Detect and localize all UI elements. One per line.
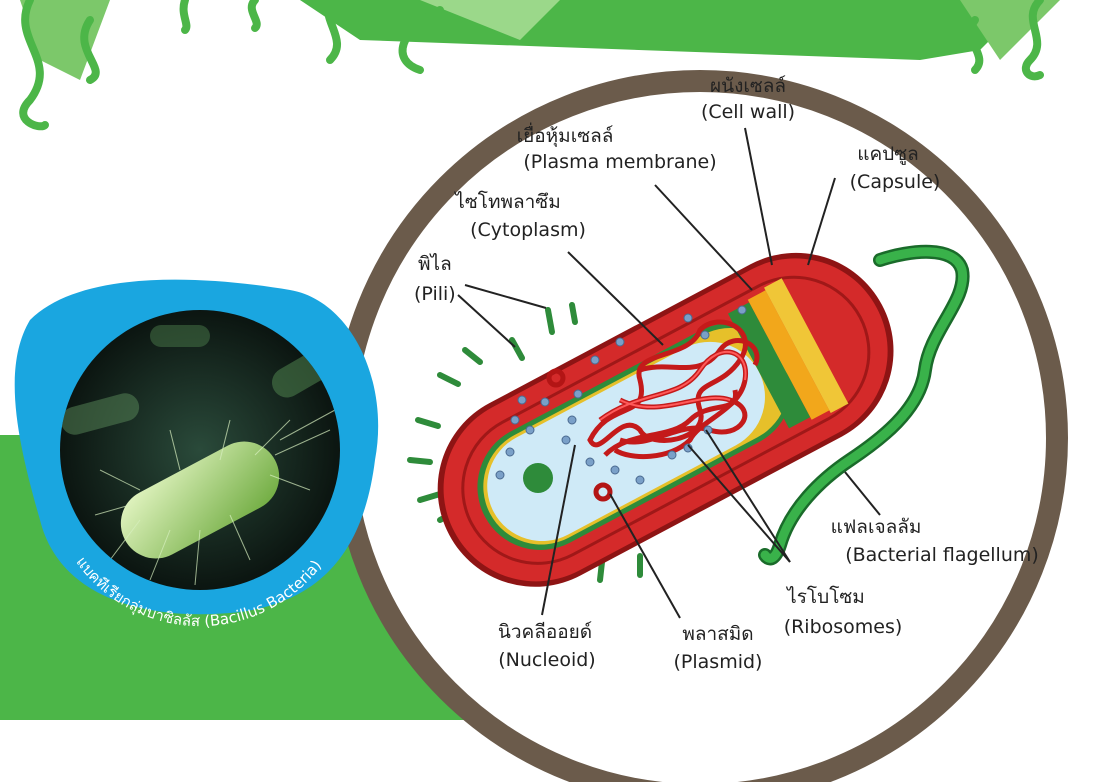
svg-text:นิวคลีออยด์: นิวคลีออยด์	[498, 621, 592, 643]
svg-text:(Nucleoid): (Nucleoid)	[498, 649, 595, 671]
svg-text:เยื่อหุ้มเซลล์: เยื่อหุ้มเซลล์	[517, 122, 614, 148]
svg-text:ไซโทพลาซึม: ไซโทพลาซึม	[453, 190, 560, 213]
svg-text:(Plasma membrane): (Plasma membrane)	[523, 151, 716, 173]
svg-text:ไรโบโซม: ไรโบโซม	[785, 585, 865, 608]
svg-text:(Ribosomes): (Ribosomes)	[784, 616, 903, 638]
svg-text:ผนังเซลล์: ผนังเซลล์	[710, 75, 786, 97]
svg-text:พลาสมิด: พลาสมิด	[682, 623, 753, 645]
svg-text:แคปซูล: แคปซูล	[857, 143, 919, 165]
svg-text:(Plasmid): (Plasmid)	[674, 651, 763, 673]
svg-text:(Cell wall): (Cell wall)	[701, 101, 795, 123]
svg-text:แฟลเจลลัม: แฟลเจลลัม	[831, 516, 922, 538]
svg-text:พิไล: พิไล	[418, 253, 452, 275]
svg-text:(Capsule): (Capsule)	[850, 171, 941, 193]
svg-text:(Pili): (Pili)	[414, 283, 456, 305]
inclusion-body	[523, 463, 553, 493]
svg-text:(Bacterial flagellum): (Bacterial flagellum)	[845, 544, 1039, 566]
svg-text:(Cytoplasm): (Cytoplasm)	[470, 219, 586, 241]
